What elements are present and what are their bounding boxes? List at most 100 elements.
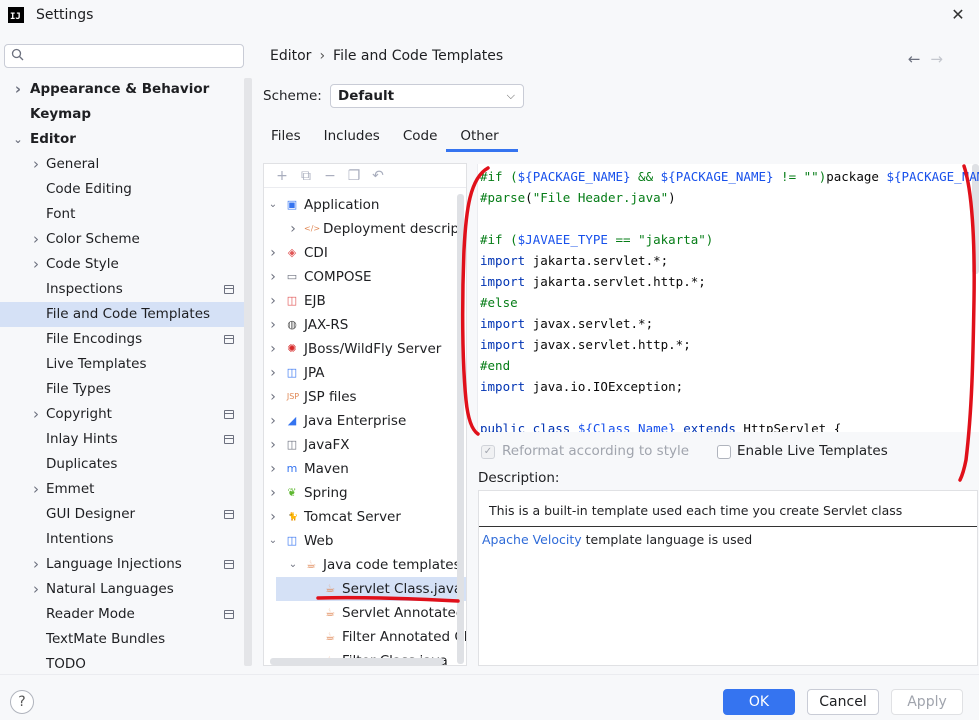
code-token: ${PACKAGE_NAME} (886, 169, 979, 184)
tree-item-java-enterprise[interactable]: ›◢Java Enterprise (264, 409, 466, 433)
chevron-right-icon[interactable]: › (270, 317, 276, 333)
sidebar-item-inspections[interactable]: Inspections (0, 277, 254, 302)
scheme-dropdown[interactable]: Default ⌵ (330, 84, 524, 108)
chevron-right-icon[interactable]: › (270, 245, 276, 261)
chevron-right-icon[interactable]: › (270, 485, 276, 501)
tree-vertical-scrollbar[interactable] (457, 194, 464, 664)
tree-item-servlet-class-java[interactable]: ☕Servlet Class.java (276, 577, 466, 601)
tree-item-application[interactable]: ⌄▣Application (264, 193, 466, 217)
chevron-right-icon[interactable]: › (14, 80, 22, 98)
tree-item-tomcat-server[interactable]: ›🐈Tomcat Server (264, 505, 466, 529)
reset-icon[interactable]: ↶ (372, 167, 384, 184)
sidebar-item-appearance-behavior[interactable]: ›Appearance & Behavior (0, 77, 254, 102)
ok-button[interactable]: OK (723, 689, 795, 715)
chevron-right-icon[interactable]: › (33, 580, 39, 598)
sidebar-item-gui-designer[interactable]: GUI Designer (0, 502, 254, 527)
sidebar-item-code-style[interactable]: ›Code Style (0, 252, 254, 277)
chevron-right-icon[interactable]: › (270, 269, 276, 285)
tab-files[interactable]: Files (271, 128, 301, 144)
reformat-checkbox[interactable]: ✓ (481, 445, 495, 459)
sidebar-item-label: Natural Languages (46, 581, 174, 597)
back-arrow-icon[interactable]: ← (907, 50, 931, 68)
sidebar-item-todo[interactable]: TODO (0, 652, 254, 677)
tree-item-jax-rs[interactable]: ›◍JAX-RS (264, 313, 466, 337)
sidebar-item-file-encodings[interactable]: File Encodings (0, 327, 254, 352)
remove-icon[interactable]: − (324, 167, 336, 184)
sidebar-item-language-injections[interactable]: ›Language Injections (0, 552, 254, 577)
sidebar-item-copyright[interactable]: ›Copyright (0, 402, 254, 427)
sidebar-item-code-editing[interactable]: Code Editing (0, 177, 254, 202)
tree-item-servlet-annotated-class-java[interactable]: ☕Servlet Annotated Class.java (264, 601, 466, 625)
tree-item-cdi[interactable]: ›◈CDI (264, 241, 466, 265)
chevron-down-icon[interactable]: ⌄ (288, 559, 298, 570)
sidebar-scrollbar[interactable] (244, 78, 252, 666)
sidebar-item-file-types[interactable]: File Types (0, 377, 254, 402)
sidebar-item-textmate-bundles[interactable]: TextMate Bundles (0, 627, 254, 652)
sidebar-item-inlay-hints[interactable]: Inlay Hints (0, 427, 254, 452)
live-templates-checkbox[interactable] (717, 445, 731, 459)
search-input[interactable] (31, 47, 236, 65)
sidebar-item-live-templates[interactable]: Live Templates (0, 352, 254, 377)
tree-item-spring[interactable]: ›❦Spring (264, 481, 466, 505)
chevron-right-icon[interactable]: › (270, 437, 276, 453)
tree-item-jpa[interactable]: ›◫JPA (264, 361, 466, 385)
sidebar-item-intentions[interactable]: Intentions (0, 527, 254, 552)
tree-item-javafx[interactable]: ›◫JavaFX (264, 433, 466, 457)
template-code-editor[interactable]: #if (${PACKAGE_NAME} && ${PACKAGE_NAME} … (477, 164, 979, 432)
sidebar-item-editor[interactable]: ⌄ Editor (0, 127, 254, 152)
chevron-right-icon[interactable]: › (33, 480, 39, 498)
add-icon[interactable]: + (276, 167, 288, 184)
duplicate-icon[interactable]: ❐ (347, 167, 361, 184)
sidebar-item-font[interactable]: Font (0, 202, 254, 227)
help-button[interactable]: ? (10, 690, 34, 714)
apply-button[interactable]: Apply (891, 689, 963, 715)
tab-other[interactable]: Other (446, 126, 519, 152)
chevron-right-icon[interactable]: › (270, 461, 276, 477)
chevron-right-icon[interactable]: › (33, 555, 39, 573)
tree-item-java-code-templates[interactable]: ⌄☕Java code templates (264, 553, 466, 577)
sidebar-item-label: Editor (30, 131, 76, 147)
chevron-right-icon[interactable]: › (270, 413, 276, 429)
breadcrumb-parent[interactable]: Editor (270, 48, 312, 64)
chevron-right-icon[interactable]: › (33, 155, 39, 173)
chevron-right-icon[interactable]: › (270, 389, 276, 405)
tab-includes[interactable]: Includes (323, 128, 380, 144)
chevron-down-icon[interactable]: ⌄ (268, 535, 278, 546)
tree-item-filter-annotated-class-java[interactable]: ☕Filter Annotated Class.java (264, 625, 466, 649)
sidebar-item-natural-languages[interactable]: › Natural Languages (0, 577, 254, 602)
settings-search[interactable] (4, 44, 244, 68)
chevron-right-icon[interactable]: › (270, 509, 276, 525)
forward-arrow-icon[interactable]: → (930, 50, 953, 68)
apache-velocity-link[interactable]: Apache Velocity (482, 532, 582, 547)
tree-item-deployment-descriptors[interactable]: ›</>Deployment descriptors (264, 217, 466, 241)
close-icon[interactable]: ✕ (951, 5, 965, 24)
chevron-right-icon[interactable]: › (290, 221, 296, 237)
tree-item-jboss-wildfly-server[interactable]: ›✺JBoss/WildFly Server (264, 337, 466, 361)
tree-item-ejb[interactable]: ›◫EJB (264, 289, 466, 313)
chevron-down-icon[interactable]: ⌄ (268, 199, 278, 210)
chevron-right-icon[interactable]: › (270, 365, 276, 381)
sidebar-item-duplicates[interactable]: Duplicates (0, 452, 254, 477)
sidebar-item-keymap[interactable]: Keymap (0, 102, 254, 127)
chevron-right-icon[interactable]: › (33, 255, 39, 273)
sidebar-item-label: Intentions (46, 531, 114, 547)
chevron-right-icon[interactable]: › (270, 341, 276, 357)
tree-item-web[interactable]: ⌄◫Web (264, 529, 466, 553)
chevron-right-icon[interactable]: › (270, 293, 276, 309)
tree-item-compose[interactable]: ›▭COMPOSE (264, 265, 466, 289)
sidebar-item-general[interactable]: ›General (0, 152, 254, 177)
search-icon (11, 48, 24, 61)
chevron-right-icon[interactable]: › (33, 230, 39, 248)
cancel-button[interactable]: Cancel (807, 689, 879, 715)
sidebar-item-file-and-code-templates[interactable]: File and Code Templates (0, 302, 252, 327)
copy-icon[interactable]: ⧉ (301, 167, 311, 184)
tab-code[interactable]: Code (402, 128, 438, 144)
sidebar-item-reader-mode[interactable]: Reader Mode (0, 602, 254, 627)
tree-horizontal-scrollbar[interactable] (270, 658, 444, 665)
chevron-down-icon[interactable]: ⌄ (13, 133, 23, 146)
chevron-right-icon[interactable]: › (33, 405, 39, 423)
sidebar-item-color-scheme[interactable]: ›Color Scheme (0, 227, 254, 252)
sidebar-item-emmet[interactable]: ›Emmet (0, 477, 254, 502)
